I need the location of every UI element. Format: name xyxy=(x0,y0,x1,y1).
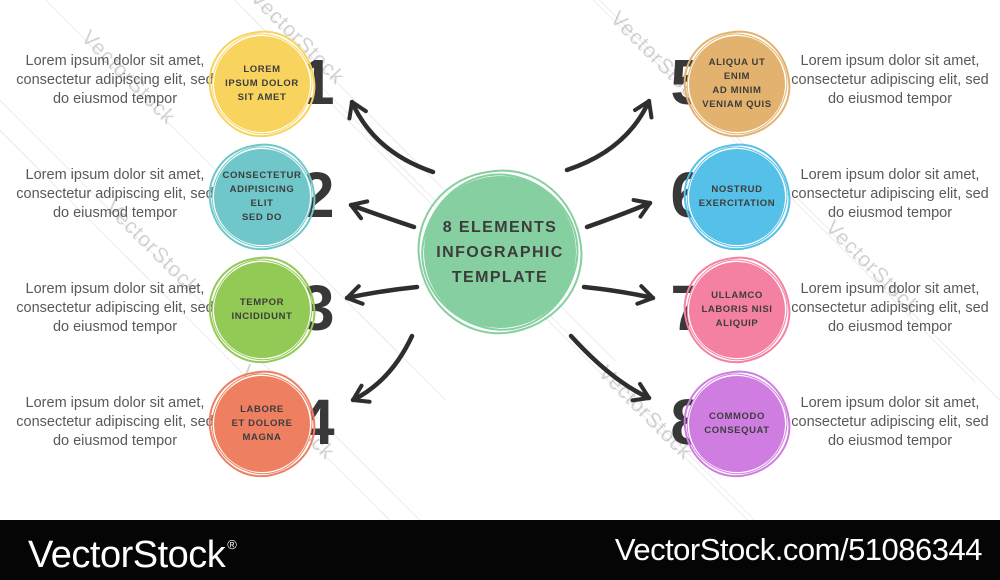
arrow-to-1 xyxy=(347,99,436,175)
registered-mark: ® xyxy=(227,537,237,552)
description-text-8: Lorem ipsum dolor sit amet, consectetur … xyxy=(791,395,989,449)
watermark-url: VectorStock.com/51086344 xyxy=(614,532,983,567)
description-text-4: Lorem ipsum dolor sit amet, consectetur … xyxy=(16,395,214,449)
arrow-to-5 xyxy=(564,98,654,173)
watermark-bar: VectorStock® VectorStock.com/51086344 xyxy=(0,520,1000,580)
arrow-to-8 xyxy=(568,333,652,403)
description-text-6: Lorem ipsum dolor sit amet, consectetur … xyxy=(791,167,989,221)
description-text-7: Lorem ipsum dolor sit amet, consectetur … xyxy=(791,281,989,335)
description-text-2: Lorem ipsum dolor sit amet, consectetur … xyxy=(16,167,214,221)
description-text-1: Lorem ipsum dolor sit amet, consectetur … xyxy=(16,53,214,107)
watermark-brand: VectorStock® xyxy=(28,534,237,576)
description-text-3: Lorem ipsum dolor sit amet, consectetur … xyxy=(16,281,214,335)
description-text-5: Lorem ipsum dolor sit amet, consectetur … xyxy=(791,53,989,107)
